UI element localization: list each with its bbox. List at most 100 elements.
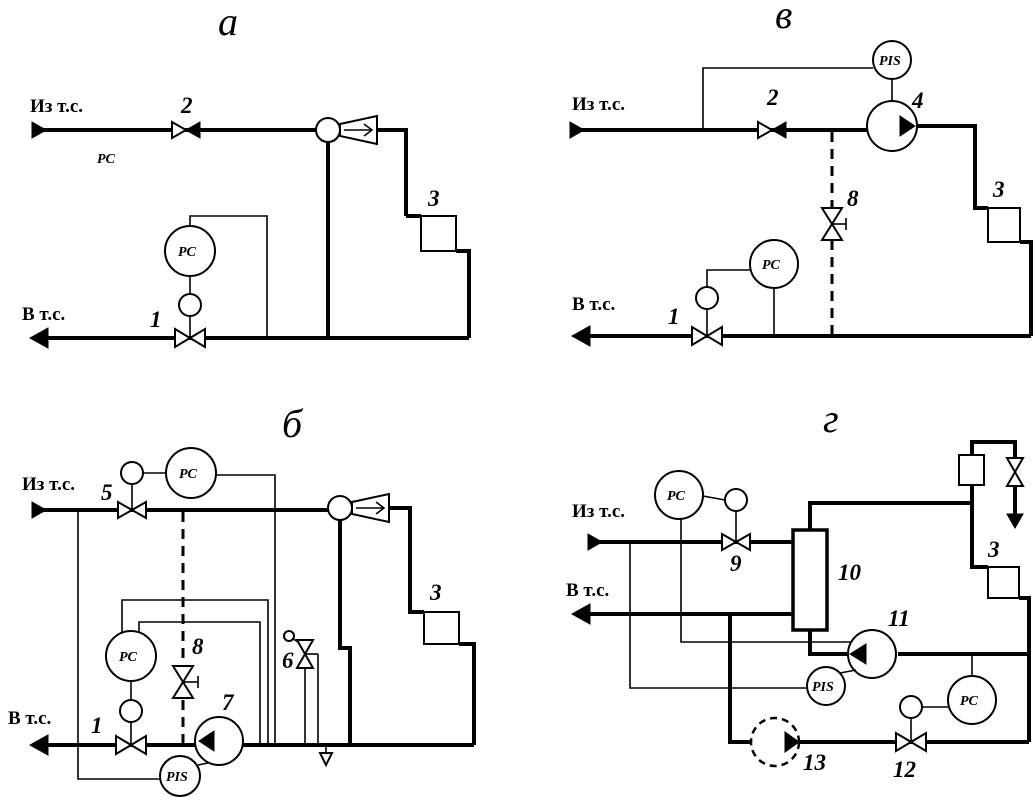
pc-left-impulse-line-a [121, 599, 269, 745]
building-supply-line [377, 128, 408, 216]
pump-7 [194, 716, 244, 766]
pc-annotation: РС [97, 152, 116, 167]
svg-text:РС: РС [762, 258, 781, 273]
pc-left-impulse-line-b [138, 621, 261, 745]
pc-top-impulse-line [216, 474, 276, 745]
elevator-jet-pump [327, 492, 390, 524]
pump-7-number: 7 [222, 690, 235, 715]
building-supply-line [917, 124, 988, 210]
from-heat-network-label: Из т.с. [22, 474, 75, 495]
pump-11-number: 11 [888, 606, 910, 631]
building-return-line [1020, 240, 1033, 336]
svg-text:PIS: PIS [879, 54, 901, 69]
pressure-switch-pis: PIS [806, 666, 846, 706]
return-outlet-arrow [570, 603, 591, 625]
pis-impulse-line [629, 542, 807, 689]
to-heat-network-label: В т.с. [566, 580, 609, 601]
valve-8-number: 8 [847, 186, 859, 211]
pressure-controller-pc-top: РС [654, 470, 704, 520]
supply-inlet-arrow [31, 121, 48, 139]
secondary-return-line [898, 596, 1031, 656]
svg-text:РС: РС [179, 467, 198, 482]
panel-v-letter: в [775, 0, 792, 37]
safety-valve-6 [283, 630, 334, 768]
heat-consumer-3 [423, 611, 460, 645]
pressure-controller-pc-left: РС [105, 630, 157, 682]
valve-5-number: 5 [101, 480, 113, 505]
regulating-valve-1 [174, 293, 206, 349]
heat-exchanger-10-number: 10 [838, 560, 862, 585]
heat-consumer-3 [987, 207, 1021, 243]
elevator-jet-pump [315, 114, 378, 146]
pis-impulse-line [77, 510, 160, 780]
svg-text:PIS: PIS [812, 680, 834, 695]
valve-2-number: 2 [766, 85, 779, 110]
pump-13-number: 13 [803, 750, 826, 775]
bypass-valve-8 [820, 207, 847, 241]
panel-a-letter: а [218, 0, 238, 44]
standby-pump-13 [749, 716, 801, 768]
valve-9-number: 9 [730, 551, 742, 576]
regulating-valve-5 [117, 461, 147, 520]
valve-2 [171, 120, 201, 140]
heat-consumer-3 [420, 215, 457, 252]
valve-1-number: 1 [668, 304, 680, 329]
valve-6-number: 6 [282, 648, 294, 673]
return-outlet-arrow [28, 327, 49, 349]
consumer-3-number: 3 [429, 580, 442, 605]
consumer-3-number: 3 [987, 537, 1000, 562]
panel-g-letter: г [823, 396, 839, 441]
svg-text:РС: РС [960, 694, 979, 709]
to-heat-network-label: В т.с. [572, 294, 615, 315]
secondary-supply-line [808, 501, 988, 569]
panel-a: а Из т.с. РС 2 3 В т.с. [22, 0, 471, 349]
to-heat-network-label: В т.с. [8, 708, 51, 729]
valve-8-number: 8 [192, 634, 204, 659]
pressure-controller-pc: РС [749, 239, 799, 289]
from-heat-network-label: Из т.с. [572, 94, 625, 115]
pressure-controller-pc: РС [164, 225, 216, 277]
supply-inlet-arrow [587, 533, 604, 551]
building-supply-line [389, 506, 424, 614]
regulating-valve-12 [895, 695, 927, 753]
regulating-valve-9 [721, 488, 751, 552]
valve-12-number: 12 [893, 757, 916, 782]
regulating-valve-1 [691, 286, 723, 347]
heat-exchanger-10 [791, 528, 829, 632]
to-heat-network-label: В т.с. [22, 304, 65, 325]
from-heat-network-label: Из т.с. [572, 501, 625, 522]
pressure-switch-pis: PIS [159, 755, 201, 797]
return-outlet-arrow [570, 325, 591, 347]
building-return-line [456, 249, 471, 338]
pump-4 [866, 100, 918, 152]
svg-text:РС: РС [667, 489, 686, 504]
panel-g: г Из т.с. 9 РС В т.с. 10 3 [566, 396, 1031, 782]
svg-text:PIS: PIS [166, 770, 188, 785]
consumer-3-number: 3 [427, 186, 440, 211]
return-outlet-arrow [28, 734, 49, 756]
supply-inlet-arrow [31, 501, 48, 519]
expansion-tank [958, 440, 1025, 530]
pressure-switch-pis: PIS [872, 40, 912, 80]
valve-1-number: 1 [91, 713, 103, 738]
from-heat-network-label: Из т.с. [30, 96, 83, 117]
bypass-valve-8 [171, 665, 199, 699]
heat-consumer-3 [987, 566, 1020, 599]
svg-text:РС: РС [119, 650, 138, 665]
regulating-valve-1 [115, 699, 147, 756]
pc-top-impulse-line [680, 519, 853, 643]
svg-text:РС: РС [178, 245, 197, 260]
mixing-line [338, 520, 352, 745]
panel-v: в Из т.с. 2 PIS 4 3 В т.с. [569, 0, 1033, 347]
panel-b: б Из т.с. 5 РС 3 [8, 401, 476, 797]
makeup-line [728, 614, 752, 744]
valve-2-number: 2 [180, 93, 193, 118]
pump-4-number: 4 [911, 88, 924, 113]
valve-1-number: 1 [150, 307, 162, 332]
pc-impulse-line [189, 215, 268, 338]
pressure-controller-pc-right: РС [947, 675, 997, 725]
valve-2 [757, 120, 787, 140]
building-return-line [459, 642, 476, 745]
pressure-controller-pc-top: РС [165, 447, 217, 499]
